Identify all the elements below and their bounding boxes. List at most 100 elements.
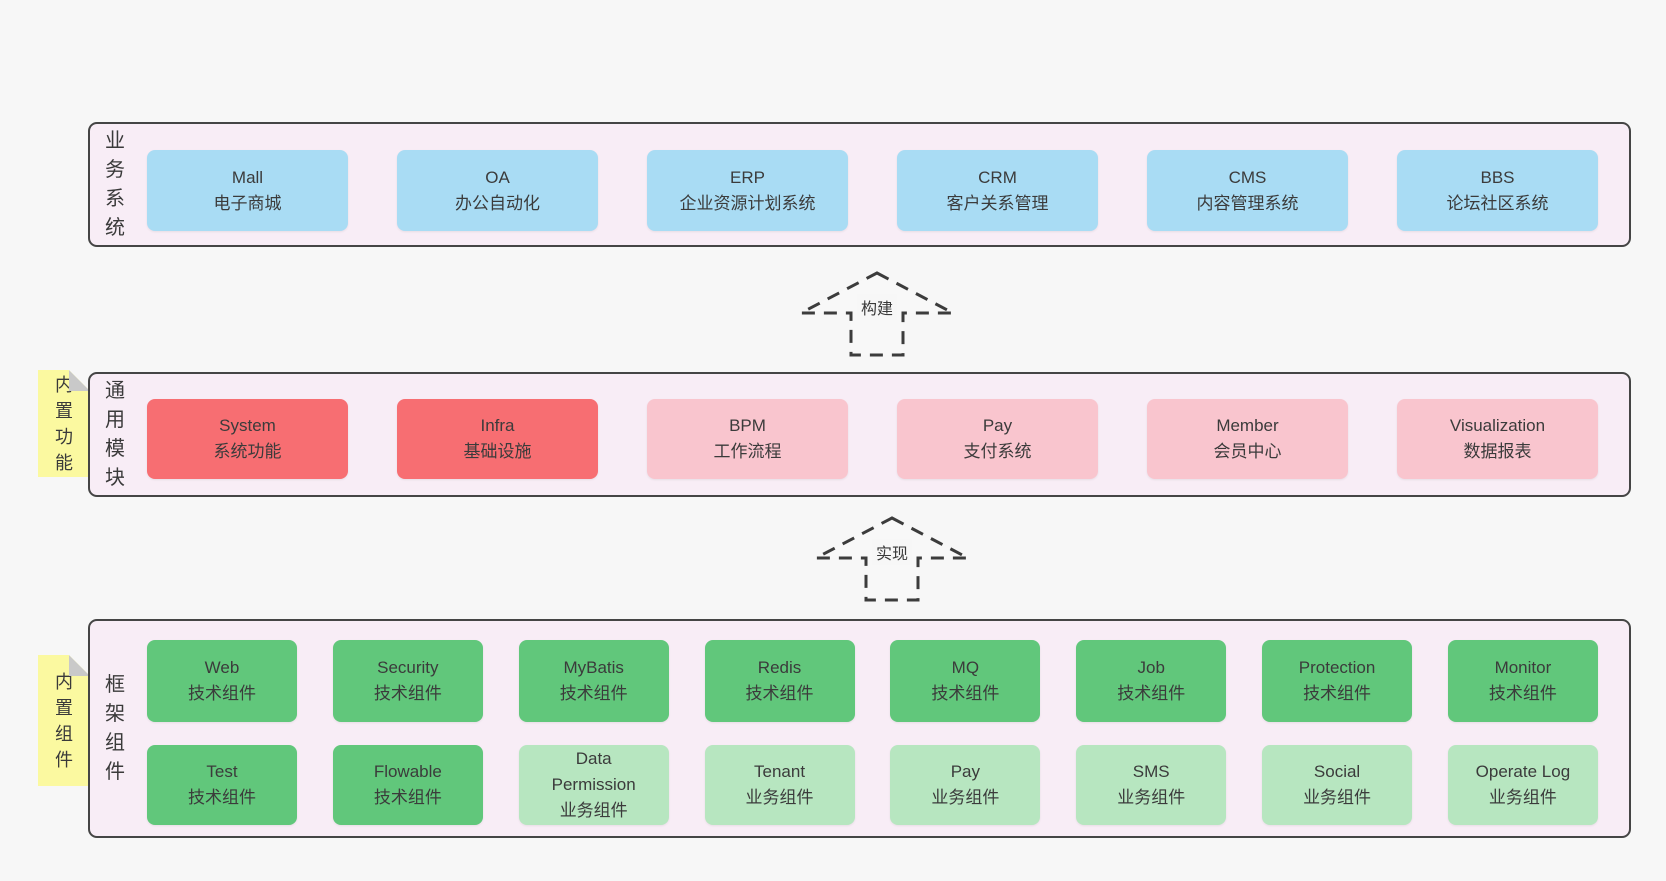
box-title: Pay: [950, 762, 981, 781]
component-box-security: Security 技术组件: [332, 640, 483, 722]
builtin-components-note: 内置组件: [38, 655, 90, 786]
box-title: Visualization: [1449, 416, 1546, 435]
box-title: Tenant: [754, 762, 806, 781]
box-subtitle: 会员中心: [1213, 442, 1282, 461]
panel-side-label: 业务系统: [105, 129, 125, 239]
module-box-system: System 系统功能: [147, 399, 348, 479]
box-subtitle: 业务组件: [931, 788, 1000, 807]
implement-arrow-label: 实现: [871, 539, 913, 565]
system-box-mall: Mall 电子商城: [147, 150, 348, 231]
component-box-social: Social 业务组件: [1262, 745, 1413, 825]
box-title: CMS: [1228, 167, 1267, 187]
box-title: Data Permission: [551, 749, 636, 794]
box-subtitle: 技术组件: [373, 788, 442, 807]
box-subtitle: 技术组件: [1117, 684, 1186, 703]
note-label: 内置组件: [55, 671, 73, 770]
box-subtitle: 工作流程: [713, 442, 782, 461]
box-title: Member: [1216, 416, 1279, 435]
system-box-oa: OA 办公自动化: [397, 150, 598, 231]
box-title: Mall: [231, 167, 264, 187]
box-title: MyBatis: [563, 658, 624, 677]
box-subtitle: 技术组件: [188, 788, 256, 807]
system-box-crm: CRM 客户关系管理: [897, 150, 1098, 231]
box-subtitle: 客户关系管理: [946, 193, 1049, 213]
module-box-pay: Pay 支付系统: [897, 399, 1098, 479]
component-box-protection: Protection 技术组件: [1262, 640, 1413, 722]
business-box-row: Mall 电子商城 OA 办公自动化 ERP 企业资源计划系统 CRM 客户关系…: [147, 150, 1598, 231]
box-subtitle: 系统功能: [213, 442, 282, 461]
box-subtitle: 内容管理系统: [1196, 193, 1299, 213]
component-box-tenant: Tenant 业务组件: [704, 745, 855, 825]
box-subtitle: 技术组件: [931, 684, 1000, 703]
component-box-operate-log: Operate Log 业务组件: [1447, 745, 1598, 825]
box-title: ERP: [730, 167, 765, 187]
box-subtitle: 技术组件: [188, 684, 256, 703]
build-arrow-label: 构建: [856, 294, 898, 320]
module-box-infra: Infra 基础设施: [397, 399, 598, 479]
framework-components-panel: 框架组件 Web 技术组件 Security 技术组件 MyBatis 技术组件…: [88, 619, 1631, 838]
component-box-job: Job 技术组件: [1076, 640, 1227, 722]
box-subtitle: 技术组件: [559, 684, 628, 703]
box-title: Pay: [982, 416, 1013, 435]
component-box-mq: MQ 技术组件: [890, 640, 1041, 722]
box-title: BPM: [729, 416, 766, 435]
box-title: SMS: [1132, 762, 1170, 781]
box-subtitle: 基础设施: [463, 442, 532, 461]
box-subtitle: 业务组件: [1488, 788, 1557, 807]
component-box-pay: Pay 业务组件: [890, 745, 1041, 825]
component-box-mybatis: MyBatis 技术组件: [518, 640, 669, 722]
component-box-flowable: Flowable 技术组件: [332, 745, 483, 825]
box-title: Job: [1137, 658, 1165, 677]
box-title: Redis: [757, 658, 802, 677]
component-box-redis: Redis 技术组件: [704, 640, 855, 722]
components-box-row-2: Test 技术组件 Flowable 技术组件 Data Permission …: [147, 745, 1598, 825]
panel-side-label: 通用模块: [105, 379, 125, 489]
box-subtitle: 业务组件: [745, 788, 814, 807]
box-title: Web: [204, 658, 240, 677]
component-box-test: Test 技术组件: [147, 745, 297, 825]
components-box-row-1: Web 技术组件 Security 技术组件 MyBatis 技术组件 Redi…: [147, 640, 1598, 722]
build-arrow: 构建: [795, 270, 959, 358]
box-title: Infra: [480, 416, 515, 435]
component-box-data-permission: Data Permission 业务组件: [518, 745, 669, 825]
box-title: MQ: [951, 658, 980, 677]
component-box-monitor: Monitor 技术组件: [1447, 640, 1598, 722]
box-title: Flowable: [373, 762, 442, 781]
box-subtitle: 电子商城: [213, 193, 282, 213]
box-title: CRM: [978, 167, 1017, 187]
box-subtitle: 业务组件: [559, 801, 628, 820]
note-label: 内置功能: [55, 374, 73, 473]
box-subtitle: 业务组件: [1117, 788, 1186, 807]
box-subtitle: 技术组件: [745, 684, 814, 703]
module-box-member: Member 会员中心: [1147, 399, 1348, 479]
modules-box-row: System 系统功能 Infra 基础设施 BPM 工作流程 Pay 支付系统…: [147, 399, 1598, 479]
box-subtitle: 技术组件: [1488, 684, 1557, 703]
common-modules-panel: 通用模块 System 系统功能 Infra 基础设施 BPM 工作流程 Pay…: [88, 372, 1631, 497]
box-subtitle: 办公自动化: [455, 193, 540, 213]
box-subtitle: 论坛社区系统: [1446, 193, 1549, 213]
system-box-cms: CMS 内容管理系统: [1147, 150, 1348, 231]
implement-arrow: 实现: [810, 515, 974, 603]
component-box-sms: SMS 业务组件: [1076, 745, 1227, 825]
system-box-bbs: BBS 论坛社区系统: [1397, 150, 1598, 231]
box-subtitle: 支付系统: [963, 442, 1032, 461]
box-subtitle: 数据报表: [1463, 442, 1532, 461]
module-box-bpm: BPM 工作流程: [647, 399, 848, 479]
box-title: Monitor: [1494, 658, 1552, 677]
panel-side-label: 框架组件: [105, 673, 125, 783]
business-systems-panel: 业务系统 Mall 电子商城 OA 办公自动化 ERP 企业资源计划系统 CRM…: [88, 122, 1631, 247]
module-box-visualization: Visualization 数据报表: [1397, 399, 1598, 479]
component-box-web: Web 技术组件: [147, 640, 297, 722]
box-title: OA: [485, 167, 510, 187]
box-title: Protection: [1298, 658, 1376, 677]
box-title: Social: [1313, 762, 1361, 781]
box-title: Security: [377, 658, 439, 677]
box-title: Test: [206, 762, 238, 781]
box-subtitle: 企业资源计划系统: [679, 193, 816, 213]
box-subtitle: 业务组件: [1303, 788, 1372, 807]
box-title: System: [219, 416, 276, 435]
builtin-features-note: 内置功能: [38, 370, 90, 477]
box-title: Operate Log: [1475, 762, 1571, 781]
box-subtitle: 技术组件: [1303, 684, 1372, 703]
system-box-erp: ERP 企业资源计划系统: [647, 150, 848, 231]
